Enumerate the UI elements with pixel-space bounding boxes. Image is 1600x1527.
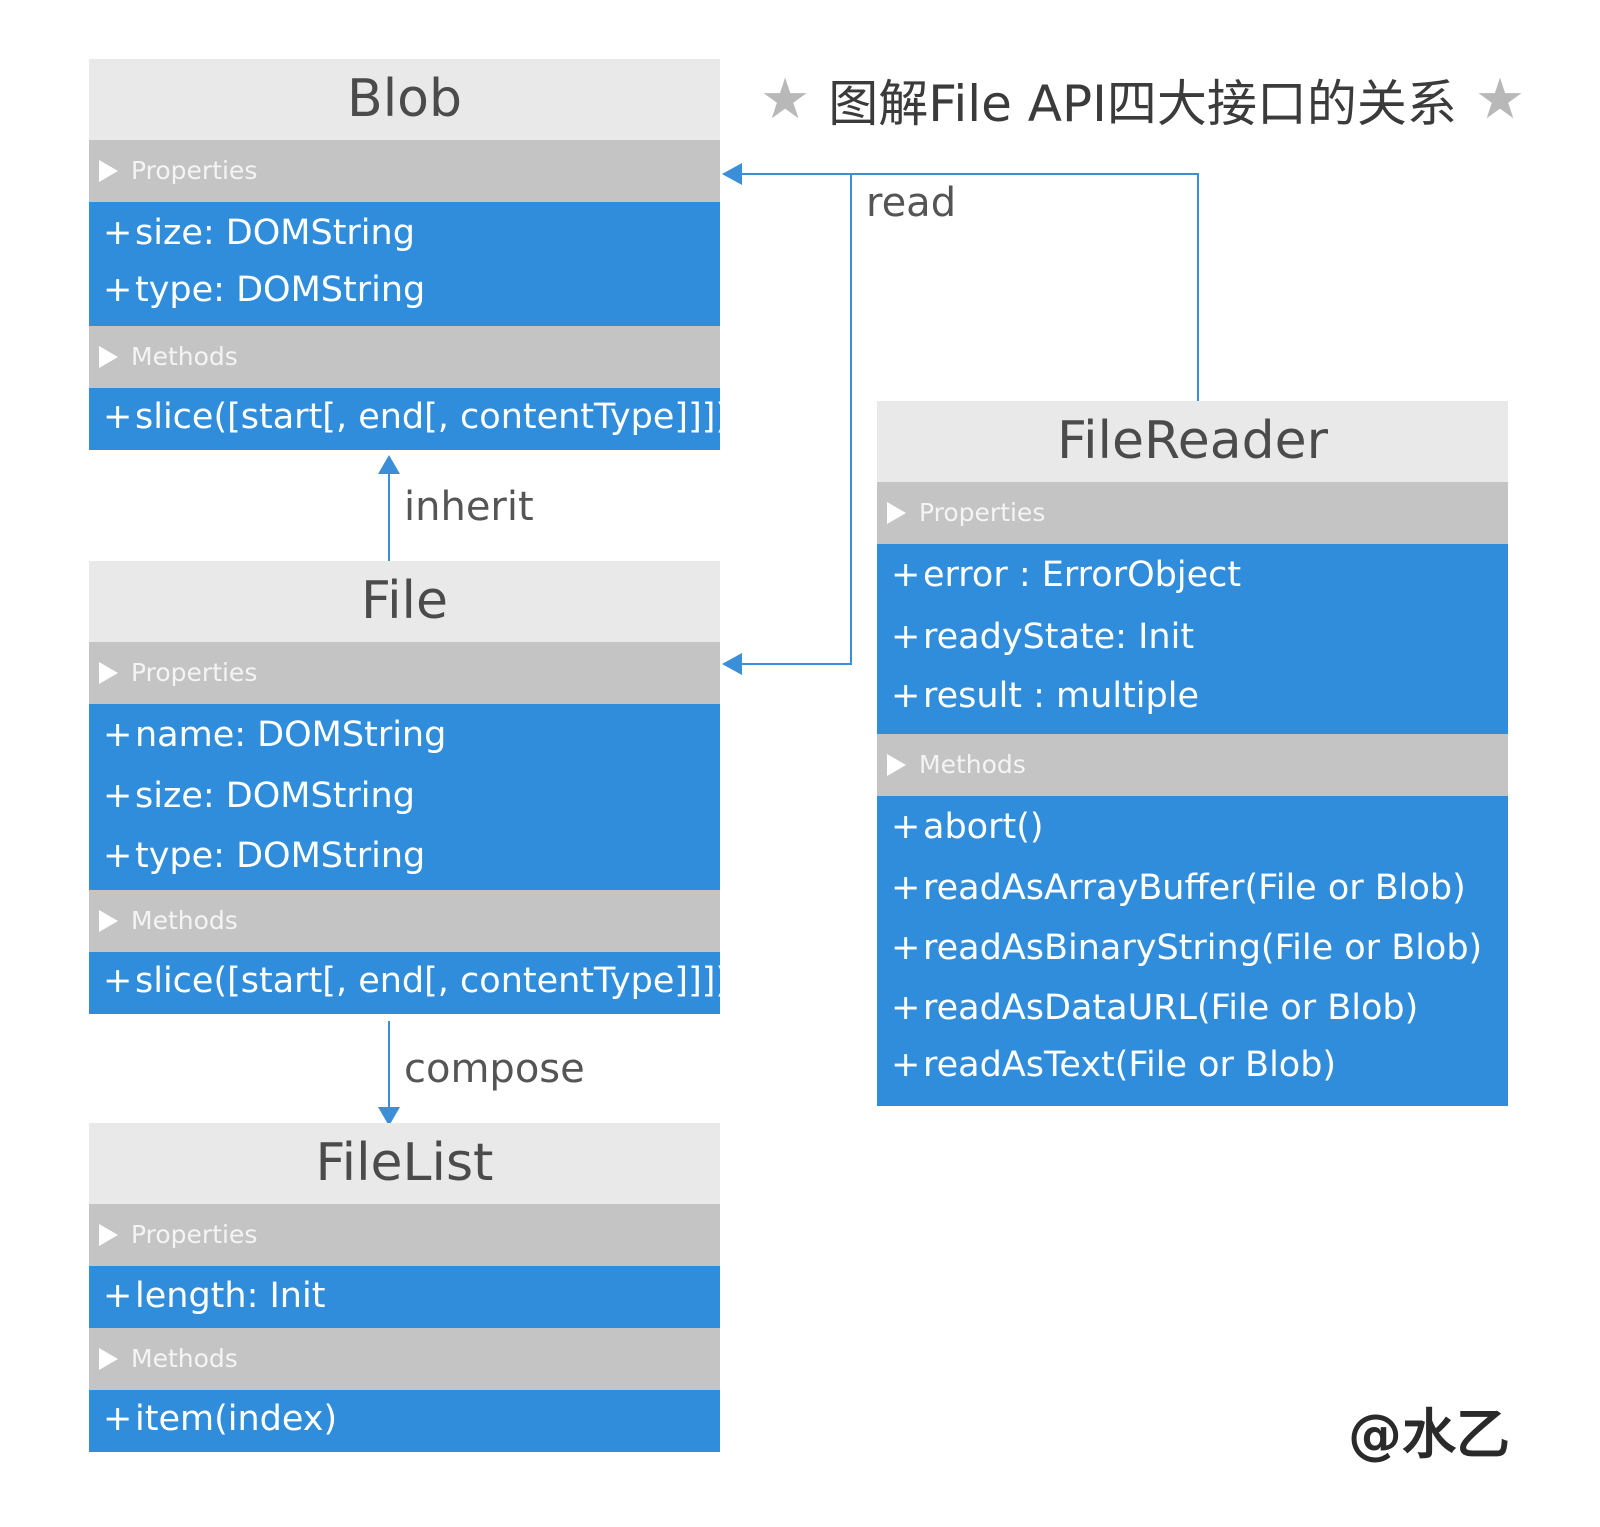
compose-label: compose <box>404 1046 585 1092</box>
properties-list: +length: Init <box>89 1266 720 1328</box>
method-text: abort() <box>923 807 1044 847</box>
section-label: Properties <box>131 1220 258 1249</box>
method-item: +item(index) <box>103 1399 338 1439</box>
property-item: +result : multiple <box>891 676 1199 716</box>
methods-list: +item(index) <box>89 1390 720 1452</box>
method-item: +abort() <box>891 807 1044 847</box>
properties-list: +name: DOMString +size: DOMString +type:… <box>89 704 720 890</box>
inherit-label: inherit <box>404 484 534 530</box>
property-item: +type: DOMString <box>103 270 426 310</box>
heading-text: 图解File API四大接口的关系 <box>828 75 1457 133</box>
author-credit: @水乙 <box>1348 1403 1510 1466</box>
method-item: +readAsBinaryString(File or Blob) <box>891 928 1483 968</box>
methods-section-header: Methods <box>89 1328 720 1390</box>
diagram-heading: ★ 图解File API四大接口的关系 ★ <box>760 60 1525 140</box>
property-item: +readyState: Init <box>891 617 1195 657</box>
method-text: slice([start[, end[, contentType]]]) <box>135 961 730 1001</box>
method-text: readAsArrayBuffer(File or Blob) <box>923 868 1466 908</box>
property-text: size: DOMString <box>135 776 415 816</box>
collapse-triangle-icon <box>99 910 118 932</box>
method-text: readAsText(File or Blob) <box>923 1045 1337 1085</box>
properties-section-header: Properties <box>89 642 720 704</box>
method-text: item(index) <box>135 1399 338 1439</box>
section-label: Methods <box>131 1344 238 1373</box>
collapse-triangle-icon <box>99 1224 118 1246</box>
method-item: +readAsText(File or Blob) <box>891 1045 1337 1085</box>
method-text: readAsBinaryString(File or Blob) <box>923 928 1483 968</box>
method-item: +slice([start[, end[, contentType]]]) <box>103 397 730 437</box>
properties-section-header: Properties <box>89 1204 720 1266</box>
star-icon: ★ <box>1474 67 1526 132</box>
class-name: Blob <box>89 59 720 140</box>
method-text: readAsDataURL(File or Blob) <box>923 988 1419 1028</box>
properties-section-header: Properties <box>89 140 720 202</box>
property-item: +type: DOMString <box>103 836 426 876</box>
collapse-triangle-icon <box>99 662 118 684</box>
property-text: length: Init <box>135 1276 326 1316</box>
section-label: Methods <box>131 906 238 935</box>
read-arrowhead-file <box>722 653 742 675</box>
method-item: +readAsDataURL(File or Blob) <box>891 988 1419 1028</box>
filelist-class-box: FileList Properties +length: Init Method… <box>89 1123 720 1452</box>
property-item: +name: DOMString <box>103 715 447 755</box>
blob-class-box: Blob Properties +size: DOMString +type: … <box>89 59 730 450</box>
method-item: +readAsArrayBuffer(File or Blob) <box>891 868 1466 908</box>
filereader-class-box: FileReader Properties +error : ErrorObje… <box>877 401 1508 1106</box>
property-text: size: DOMString <box>135 213 415 253</box>
section-label: Properties <box>131 658 258 687</box>
collapse-triangle-icon <box>887 754 906 776</box>
class-name: FileReader <box>877 401 1508 482</box>
read-arrowhead-blob <box>722 163 742 185</box>
inherit-arrowhead <box>378 455 400 474</box>
methods-list: +slice([start[, end[, contentType]]]) <box>89 388 730 450</box>
property-text: type: DOMString <box>135 836 426 876</box>
properties-section-header: Properties <box>877 482 1508 544</box>
read-connector-blob <box>735 173 1199 401</box>
property-text: result : multiple <box>923 676 1199 716</box>
methods-section-header: Methods <box>89 326 720 388</box>
collapse-triangle-icon <box>887 502 906 524</box>
property-item: +size: DOMString <box>103 213 415 253</box>
property-item: +size: DOMString <box>103 776 415 816</box>
collapse-triangle-icon <box>99 346 118 368</box>
class-name: File <box>89 561 720 642</box>
method-item: +slice([start[, end[, contentType]]]) <box>103 961 730 1001</box>
methods-list: +slice([start[, end[, contentType]]]) <box>89 952 730 1014</box>
section-label: Methods <box>131 342 238 371</box>
compose-arrowhead <box>378 1107 400 1126</box>
property-text: error : ErrorObject <box>923 555 1242 595</box>
methods-list: +abort() +readAsArrayBuffer(File or Blob… <box>877 796 1508 1106</box>
property-item: +error : ErrorObject <box>891 555 1242 595</box>
property-text: name: DOMString <box>135 715 447 755</box>
class-name: FileList <box>89 1123 720 1204</box>
properties-list: +size: DOMString +type: DOMString <box>89 202 720 326</box>
methods-section-header: Methods <box>89 890 720 952</box>
collapse-triangle-icon <box>99 1348 118 1370</box>
property-item: +length: Init <box>103 1276 326 1316</box>
properties-list: +error : ErrorObject +readyState: Init +… <box>877 544 1508 734</box>
methods-section-header: Methods <box>877 734 1508 796</box>
read-label: read <box>866 180 957 226</box>
read-connector-file <box>735 174 852 665</box>
property-text: readyState: Init <box>923 617 1195 657</box>
collapse-triangle-icon <box>99 160 118 182</box>
file-class-box: File Properties +name: DOMString +size: … <box>89 561 730 1014</box>
method-text: slice([start[, end[, contentType]]]) <box>135 397 730 437</box>
section-label: Methods <box>919 750 1026 779</box>
section-label: Properties <box>131 156 258 185</box>
property-text: type: DOMString <box>135 270 426 310</box>
section-label: Properties <box>919 498 1046 527</box>
star-icon: ★ <box>760 67 811 132</box>
